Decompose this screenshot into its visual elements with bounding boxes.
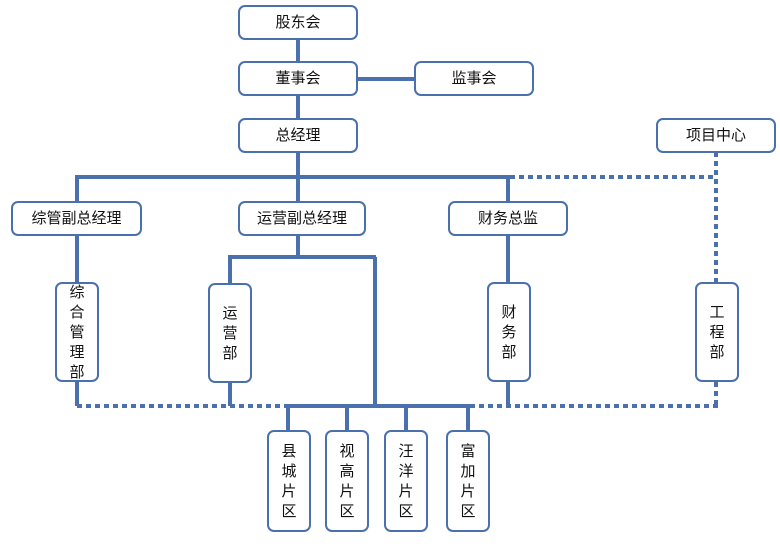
- node-label: 运营部: [222, 304, 238, 362]
- node-wangyang-district: 汪洋片区: [384, 430, 428, 532]
- node-label: 财务总监: [477, 209, 538, 227]
- node-supervisors: 监事会: [414, 61, 534, 96]
- node-admin-vp: 综管副总经理: [11, 201, 142, 236]
- node-label: 总经理: [275, 126, 321, 144]
- node-label: 运营副总经理: [256, 209, 347, 227]
- node-label: 汪洋片区: [398, 442, 414, 520]
- node-finance-dept: 财务部: [487, 282, 531, 382]
- node-label: 财务部: [501, 303, 517, 361]
- node-gm: 总经理: [238, 118, 358, 153]
- node-label: 富加片区: [460, 442, 476, 520]
- node-label: 综管副总经理: [31, 209, 122, 227]
- node-ops-vp: 运营副总经理: [238, 201, 366, 236]
- node-shigao-district: 视高片区: [325, 430, 369, 532]
- node-fujia-district: 富加片区: [446, 430, 490, 532]
- node-label: 视高片区: [339, 442, 355, 520]
- node-engineering-dept: 工程部: [695, 282, 739, 382]
- node-label: 县城片区: [281, 442, 297, 520]
- node-label: 工程部: [709, 303, 725, 361]
- node-admin-dept: 综合管理部: [55, 282, 99, 382]
- node-project-center: 项目中心: [656, 118, 776, 153]
- node-board: 董事会: [238, 61, 358, 96]
- node-county-district: 县城片区: [267, 430, 311, 532]
- node-label: 股东会: [275, 13, 321, 31]
- node-label: 项目中心: [685, 126, 746, 144]
- node-ops-dept: 运营部: [208, 283, 252, 383]
- node-finance-director: 财务总监: [448, 201, 568, 236]
- node-label: 监事会: [451, 69, 497, 87]
- node-label: 董事会: [275, 69, 321, 87]
- node-label: 综合管理部: [69, 283, 85, 381]
- node-shareholders: 股东会: [238, 5, 358, 40]
